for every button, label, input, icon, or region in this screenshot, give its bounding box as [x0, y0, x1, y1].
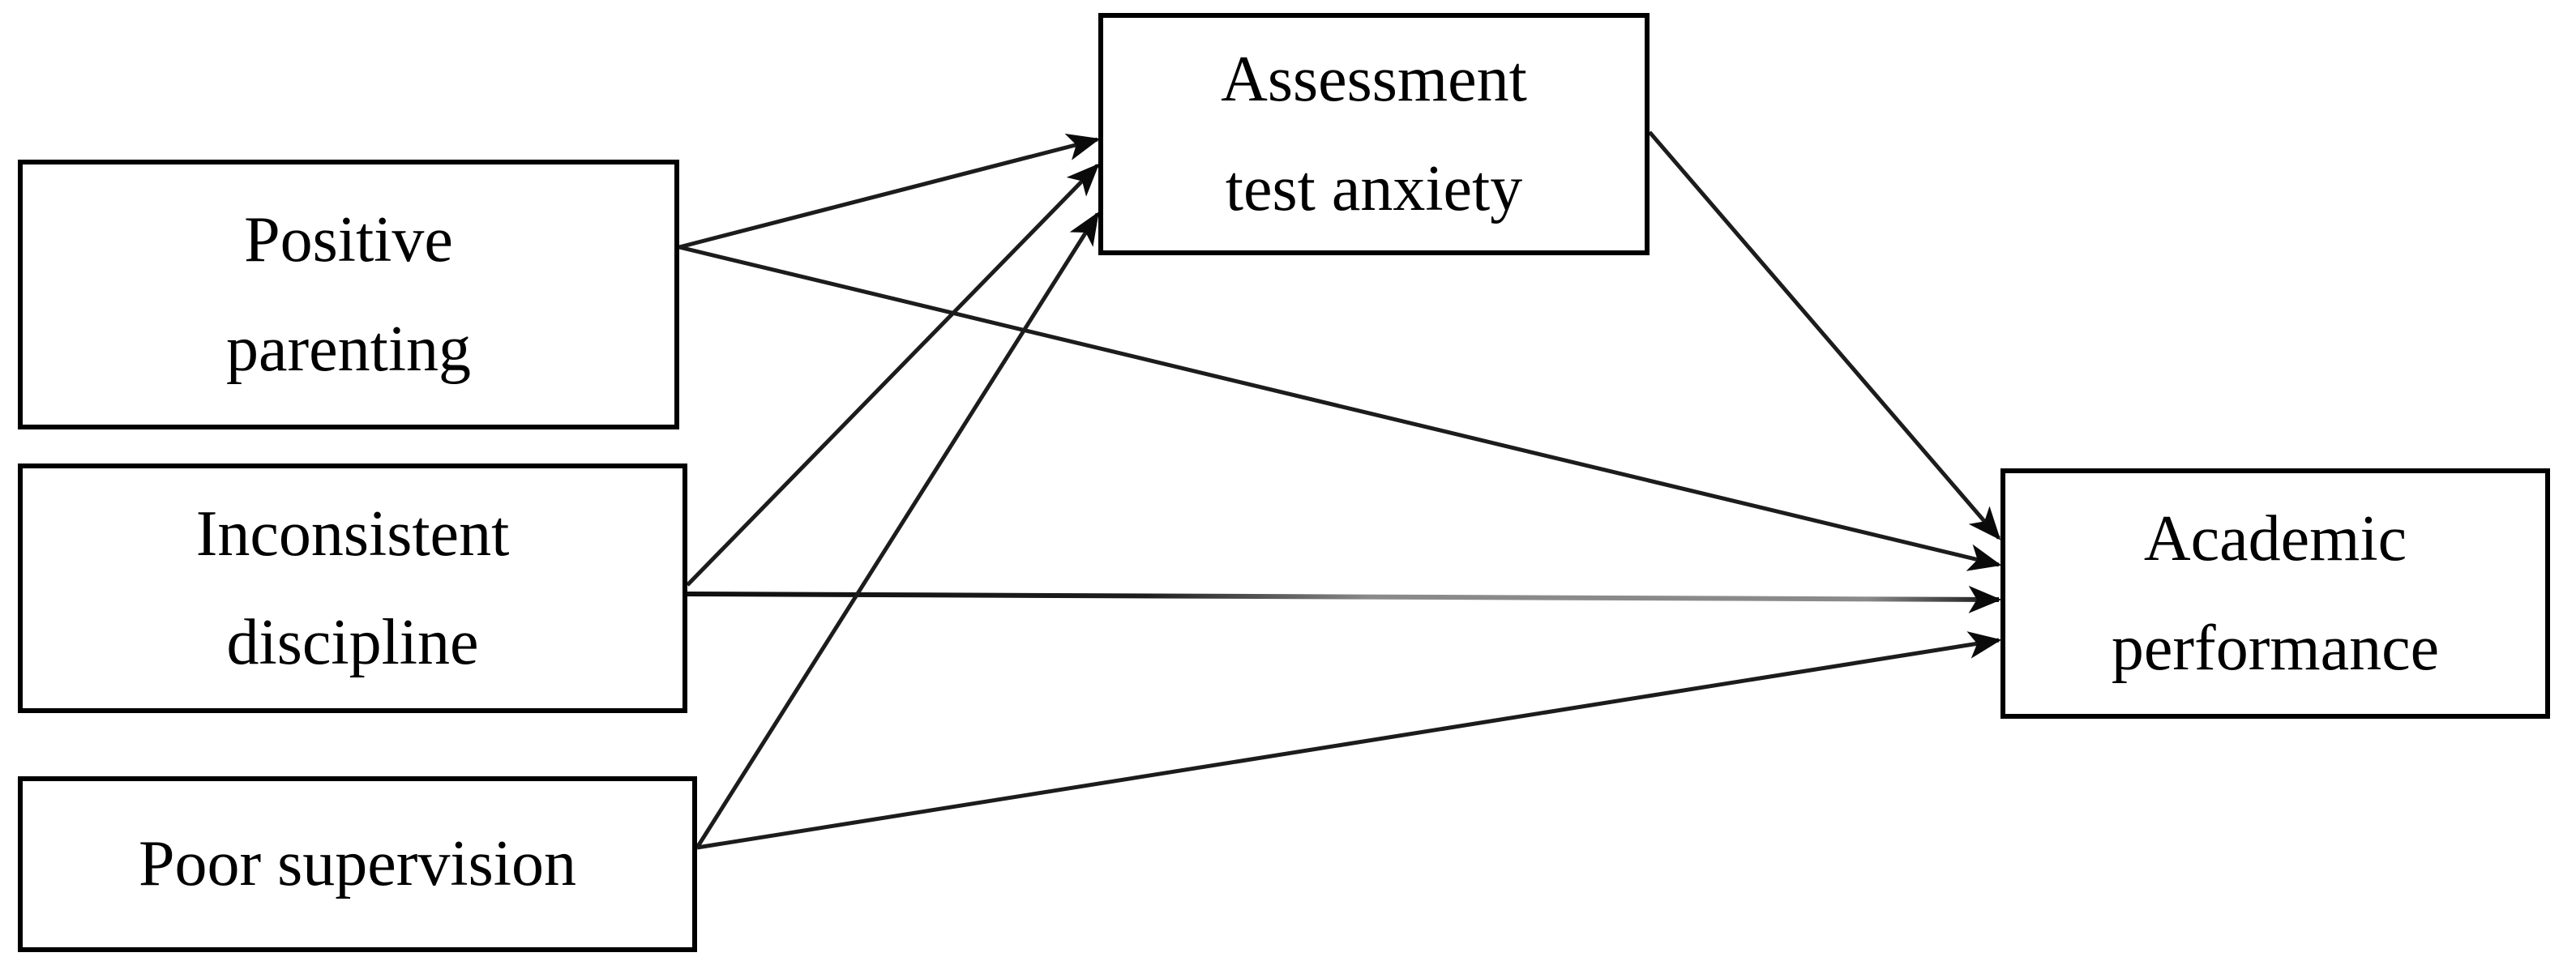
node-label-line: test anxiety	[1225, 152, 1523, 224]
edge-inconsistent-discipline-to-academic-performance	[687, 585, 2002, 613]
node-positive-parenting: Positive parenting	[18, 160, 679, 429]
node-label-line: Positive	[244, 204, 453, 276]
node-assessment-test-anxiety: Assessment test anxiety	[1098, 13, 1650, 255]
node-label-line: Poor supervision	[139, 828, 576, 900]
edge-poor-supervision-to-academic-performance	[696, 631, 2002, 850]
edge-assessment-test-anxiety-to-academic-performance	[1648, 130, 2001, 540]
edge-inconsistent-discipline-to-assessment-test-anxiety	[686, 163, 1100, 587]
edge-poor-supervision-to-assessment-test-anxiety	[695, 211, 1100, 849]
node-inconsistent-discipline: Inconsistent discipline	[18, 464, 687, 713]
node-label-line: Academic	[2143, 503, 2407, 575]
node-academic-performance: Academic performance	[2000, 468, 2550, 719]
edge-positive-parenting-to-academic-performance	[678, 245, 2002, 571]
node-label-line: Inconsistent	[195, 498, 510, 570]
node-label-line: parenting	[225, 313, 472, 385]
node-label-line: Assessment	[1221, 44, 1527, 116]
node-label-line: performance	[2111, 612, 2440, 684]
node-label-line: discipline	[226, 607, 479, 678]
edge-positive-parenting-to-assessment-test-anxiety	[678, 133, 1101, 250]
node-poor-supervision: Poor supervision	[18, 776, 697, 952]
